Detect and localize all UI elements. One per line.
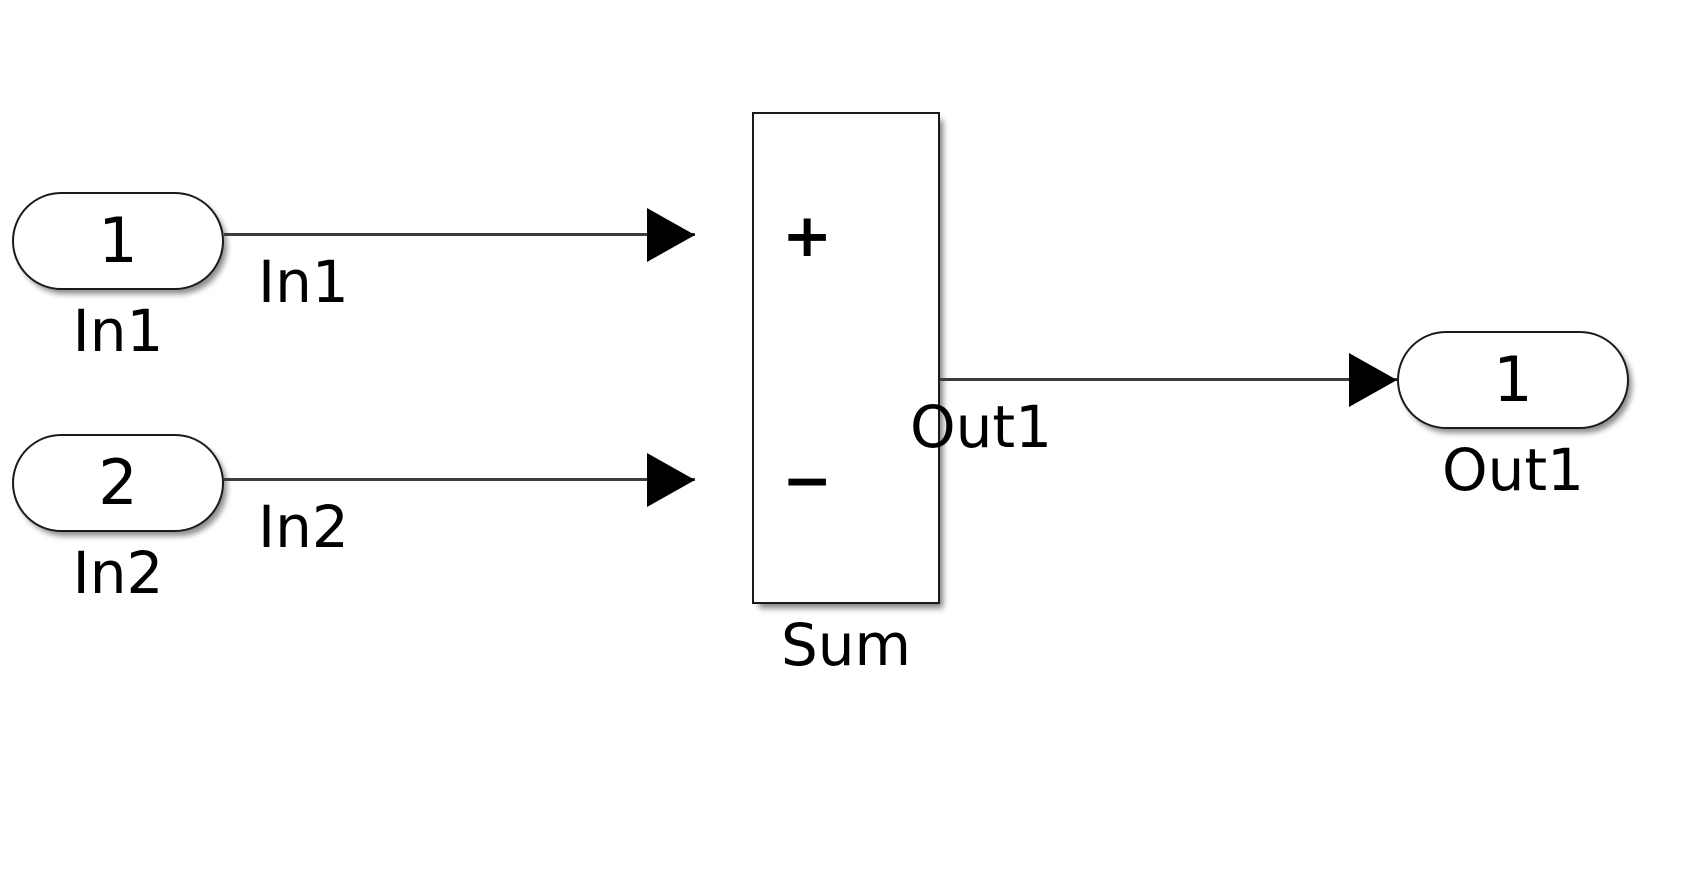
signal-arrowhead-in2 [647,453,695,507]
block-out1-label: Out1 [1441,436,1585,504]
block-in1[interactable]: 1 [12,192,224,290]
block-in2[interactable]: 2 [12,434,224,532]
signal-wire-out1[interactable] [940,378,1397,381]
block-out1-port-number: 1 [1493,343,1533,416]
block-in2-port-number: 2 [98,446,138,519]
signal-arrowhead-out1 [1349,353,1397,407]
block-in2-label: In2 [72,539,164,607]
block-out1[interactable]: 1 [1397,331,1629,429]
block-sum[interactable]: + − [752,112,940,604]
signal-label-in1: In1 [258,248,349,316]
block-sum-sign-minus: − [782,446,833,516]
signal-label-in2: In2 [258,493,349,561]
block-sum-label: Sum [780,611,912,679]
block-sum-sign-plus: + [782,201,833,271]
block-in1-label: In1 [72,297,164,365]
signal-wire-in1[interactable] [224,233,695,236]
signal-wire-in2[interactable] [224,478,695,481]
signal-label-out1: Out1 [910,393,1053,461]
signal-arrowhead-in1 [647,208,695,262]
block-in1-port-number: 1 [98,204,138,277]
